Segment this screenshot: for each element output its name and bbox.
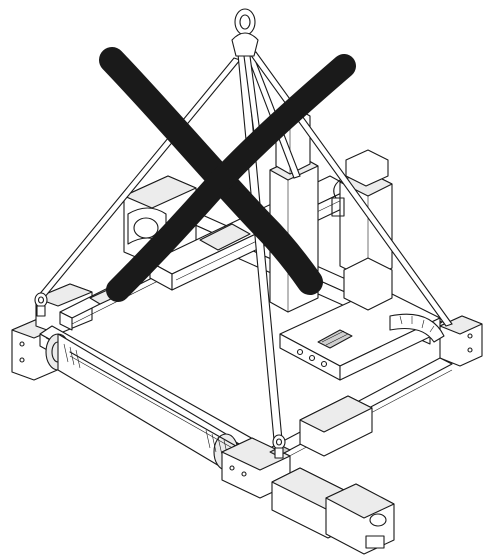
cable-chain (389, 313, 445, 343)
belt-drive (45, 333, 239, 471)
lower-servo-motor (271, 467, 395, 555)
carriage-plate (279, 287, 441, 381)
prohibition-x-mark (99, 47, 356, 302)
front-eye-bolt (272, 434, 286, 459)
lifting-ring (231, 8, 259, 57)
left-drive-block (35, 283, 93, 335)
right-end-bracket (439, 315, 483, 367)
front-right-rail (269, 357, 453, 469)
x-stroke-2 (106, 54, 356, 302)
left-eye-bolt (34, 292, 48, 317)
x-stroke-1 (99, 47, 323, 295)
